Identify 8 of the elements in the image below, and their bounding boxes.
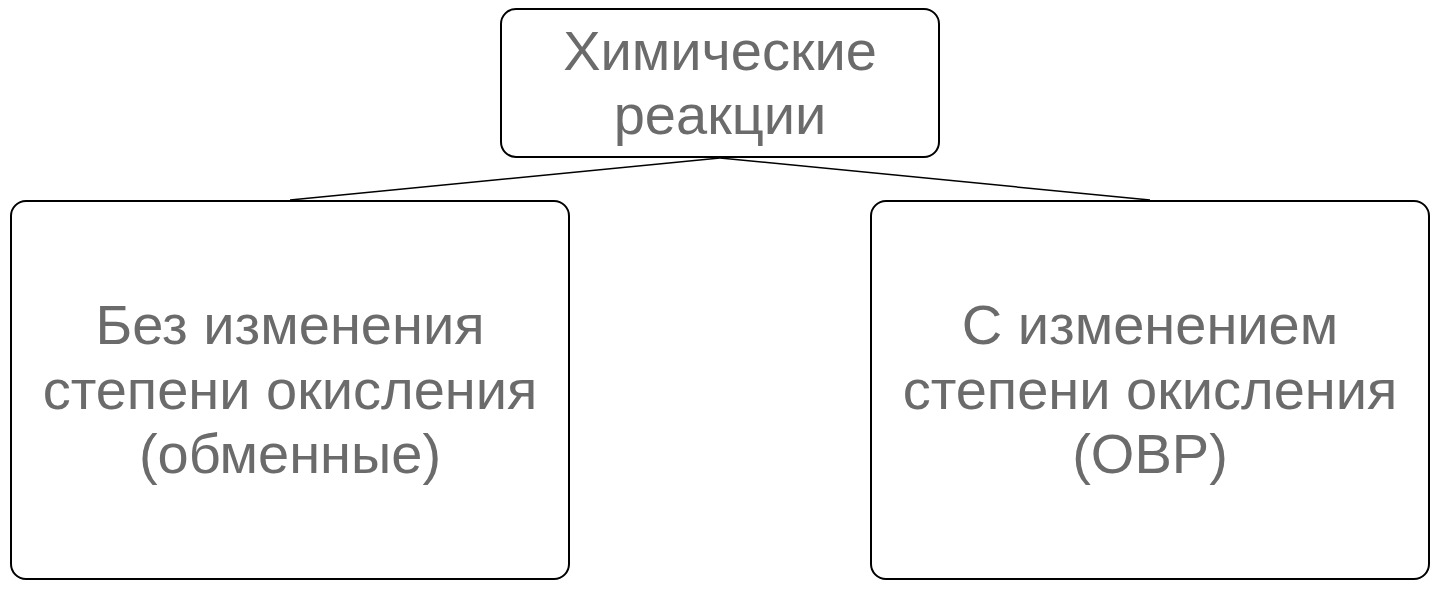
category-label: Без изменения степени окисления (обменные)	[41, 293, 539, 487]
connector-line	[719, 157, 1151, 201]
connector-line	[289, 157, 721, 201]
category-box	[500, 8, 940, 158]
category-label: С изменением степени окисления (ОВР)	[901, 293, 1399, 487]
category-label: Химические реакции	[562, 18, 878, 148]
category-box	[870, 200, 1430, 580]
category-box	[10, 200, 570, 580]
